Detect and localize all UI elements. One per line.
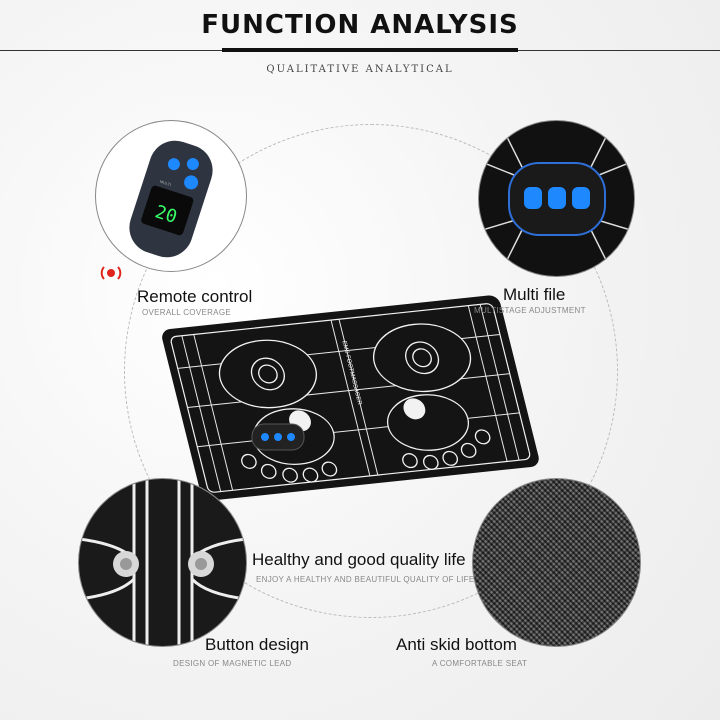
anti-skid-texture <box>473 479 640 646</box>
feature-caption-healthy: ENJOY A HEALTHY AND BEAUTIFUL QUALITY OF… <box>256 575 475 584</box>
right-yinyang-icon <box>403 398 426 420</box>
plus-button-icon <box>572 187 590 209</box>
mat-grid <box>177 304 520 492</box>
multi-file-thumb <box>478 120 635 277</box>
page-title: FUNCTION ANALYSIS <box>201 10 519 40</box>
anti-skid-thumb <box>472 478 641 647</box>
mat-controller <box>251 423 305 451</box>
minus-button-icon <box>524 187 542 209</box>
remote-button-icon <box>167 158 180 171</box>
power-button-icon <box>548 187 566 209</box>
feature-caption-multi-file: MULTISTAGE ADJUSTMENT <box>474 306 586 315</box>
mat-pattern <box>479 121 634 276</box>
remote-display <box>141 185 194 236</box>
remote-small-label: MULTI <box>159 179 172 187</box>
signal-icon <box>100 266 122 280</box>
feature-label-healthy: Healthy and good quality life <box>252 550 466 569</box>
feature-label-multi-file: Multi file <box>503 285 566 304</box>
page-subtitle: QUALITATIVE ANALYTICAL <box>266 64 454 75</box>
remote-button-icon <box>184 175 199 190</box>
header-underline <box>222 48 518 52</box>
feature-label-remote-control: Remote control <box>137 287 253 306</box>
feature-caption-remote-control: OVERALL COVERAGE <box>142 308 231 317</box>
feature-caption-anti-skid: A COMFORTABLE SEAT <box>432 659 528 668</box>
mat-pattern <box>79 479 246 646</box>
button-design-thumb <box>78 478 247 647</box>
right-foot-outline <box>372 323 491 470</box>
remote-button-icon <box>186 158 199 171</box>
remote-control-thumb: 20 MULTI <box>95 120 247 272</box>
feature-label-anti-skid: Anti skid bottom <box>396 635 517 654</box>
dashed-guide-circle <box>124 124 618 618</box>
feature-caption-button-design: DESIGN OF MAGNETIC LEAD <box>173 659 292 668</box>
feature-label-button-design: Button design <box>205 635 309 654</box>
